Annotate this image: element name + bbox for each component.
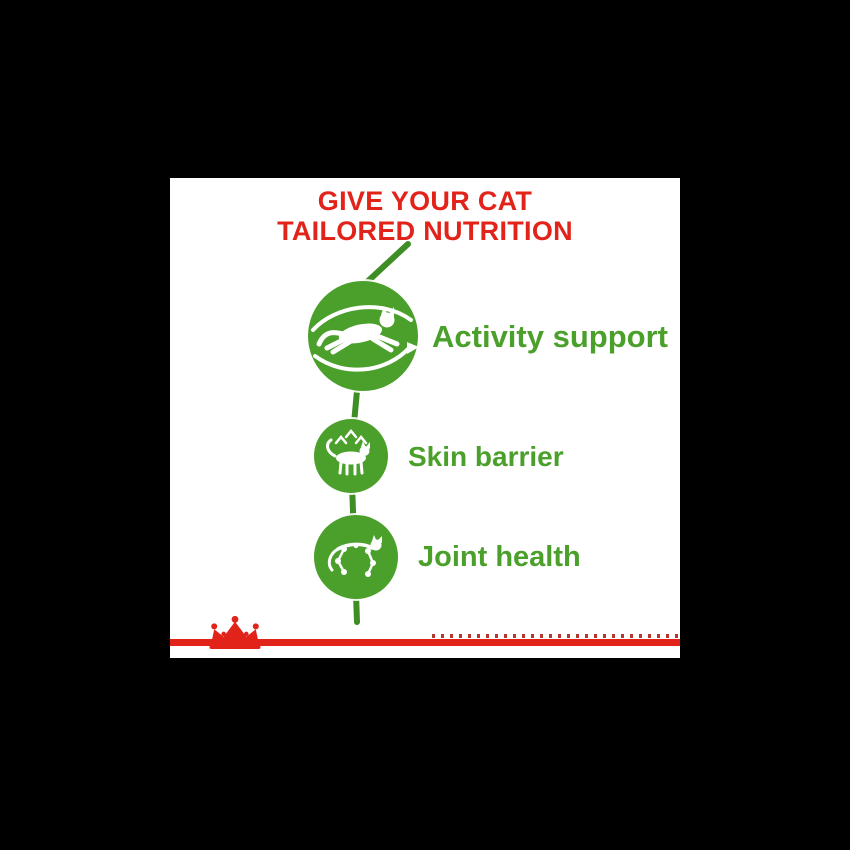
activity-support-badge <box>308 281 418 391</box>
skin-barrier-badge <box>314 419 388 493</box>
joint-cat-icon <box>327 535 382 577</box>
skin-coat-cat-icon <box>326 429 370 476</box>
content-card: GIVE YOUR CAT TAILORED NUTRITION Activit… <box>170 178 680 658</box>
halftone-dash-pattern <box>432 634 678 638</box>
title-line-2: TAILORED NUTRITION <box>277 216 573 247</box>
brand-red-line <box>170 639 680 646</box>
stem-line <box>348 241 411 625</box>
royal-canin-crown-logo <box>209 616 261 650</box>
joint-health-badge <box>314 515 398 599</box>
feature-label-activity: Activity support <box>432 319 668 354</box>
feature-label-skin: Skin barrier <box>408 441 564 472</box>
leaping-cat-icon <box>311 305 418 372</box>
page-title: GIVE YOUR CAT TAILORED NUTRITION <box>170 186 680 246</box>
title-line-1: GIVE YOUR CAT <box>317 186 533 216</box>
feature-label-joint: Joint health <box>418 541 581 573</box>
